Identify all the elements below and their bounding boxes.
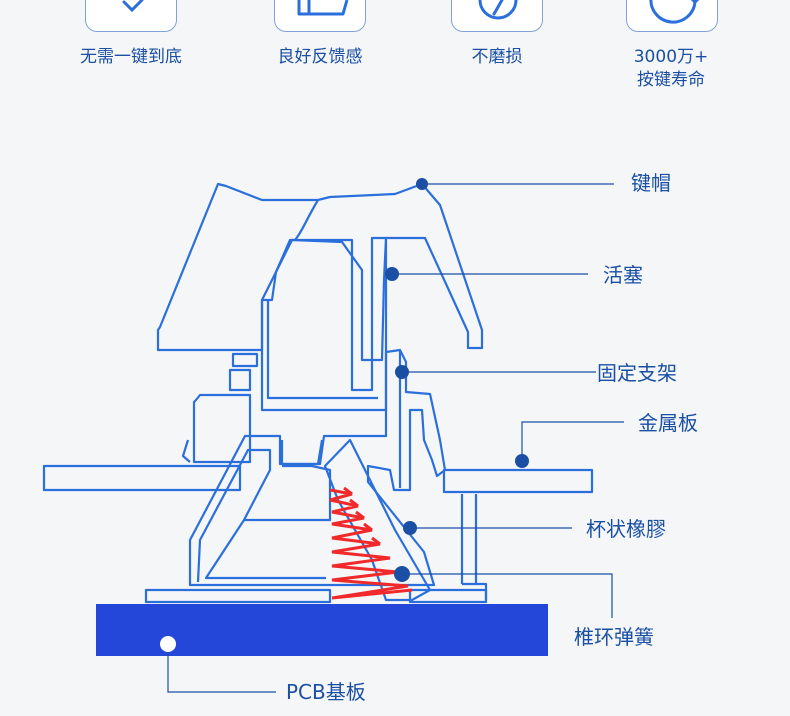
housing-inner-lower	[204, 519, 326, 580]
conical-spring	[329, 486, 413, 600]
keycap-inner-curve	[294, 199, 319, 241]
left-clip-hook	[181, 439, 191, 463]
hand-icon	[297, 0, 349, 16]
base-plate-left	[144, 588, 332, 604]
no-wear-icon	[478, 0, 518, 20]
plunger-outline	[260, 236, 388, 412]
rubber-dome-outline	[323, 438, 432, 602]
marker-plunger	[385, 267, 399, 281]
marker-keycap	[416, 178, 428, 190]
label-spring: 椎环弹簧	[574, 625, 654, 649]
base-plate-right	[408, 588, 488, 604]
leader-plate	[521, 421, 624, 460]
right-post	[460, 494, 488, 600]
label-plunger: 活塞	[603, 263, 643, 287]
feature-label-no-bottom-out: 无需一键到底	[80, 47, 182, 67]
left-clip	[192, 393, 252, 464]
feature-icon-no-bottom-out	[85, 0, 177, 32]
feature-icon-no-wear	[451, 0, 543, 32]
leader-pcb	[167, 652, 276, 693]
label-keycap: 键帽	[631, 171, 671, 195]
right-metal-plate	[442, 468, 594, 494]
feature-icon-lifespan	[626, 0, 718, 32]
left-tab-lower	[228, 368, 252, 392]
plunger-inner	[266, 300, 378, 400]
marker-dome	[403, 521, 417, 535]
label-housing: 固定支架	[597, 361, 677, 385]
feature-label-feedback: 良好反馈感	[277, 47, 363, 67]
pcb-marker-dot	[160, 636, 176, 652]
feature-label-lifespan: 3000万+ 按键寿命	[634, 46, 709, 92]
label-pcb: PCB基板	[286, 680, 366, 704]
feature-label-no-wear: 不磨损	[471, 47, 523, 67]
label-plate: 金属板	[638, 411, 698, 435]
marker-housing	[395, 365, 409, 379]
marker-plate	[515, 454, 529, 468]
feature-label-lifespan-line2: 按键寿命	[636, 70, 705, 90]
feature-label-lifespan-line1: 3000万+	[633, 47, 709, 67]
left-metal-plate	[42, 464, 242, 492]
housing-inner-left	[196, 448, 332, 583]
cycle-icon	[649, 0, 697, 24]
keycap-outline	[156, 182, 484, 362]
marker-spring	[394, 566, 410, 582]
check-icon	[122, 0, 144, 13]
housing-inner-notch	[280, 439, 324, 466]
label-dome: 杯状橡膠	[586, 517, 666, 541]
feature-icon-feedback	[274, 0, 366, 32]
left-tab-upper	[231, 352, 259, 368]
leader-spring	[402, 573, 613, 618]
